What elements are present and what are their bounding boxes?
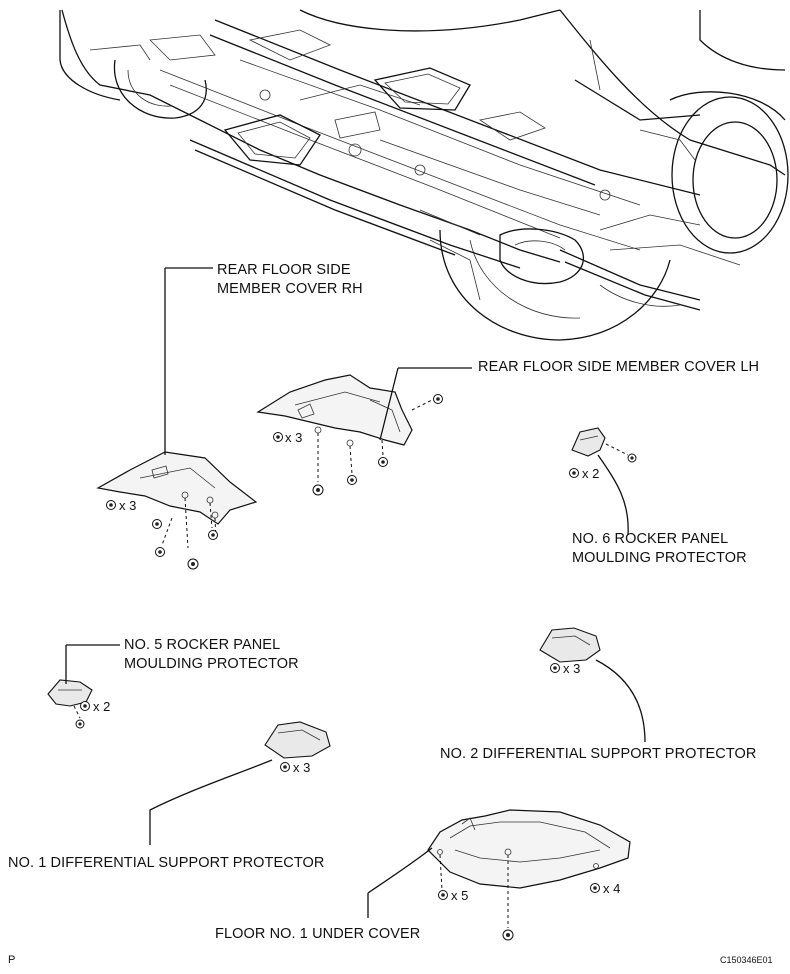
- label-rear-rh-line1: REAR FLOOR SIDE: [217, 262, 351, 278]
- rear-floor-side-member-cover-rh: [96, 451, 258, 525]
- floor-bolts: [438, 854, 600, 941]
- qty-no6-bolts: x 2: [582, 466, 600, 481]
- no1-differential-support-protector: [264, 721, 331, 772]
- qty-lh-bolts: x 3: [285, 430, 303, 445]
- label-rear-lh: REAR FLOOR SIDE MEMBER COVER LH: [478, 359, 760, 375]
- leader-line-no6: [597, 454, 629, 536]
- lh-bolts: [273, 394, 443, 496]
- label-rear-rh-line2: MEMBER COVER RH: [217, 281, 363, 297]
- leader-line-no2: [595, 659, 646, 743]
- label-floor-under: FLOOR NO. 1 UNDER COVER: [215, 926, 421, 942]
- rear-floor-side-member-cover-lh: [256, 374, 413, 447]
- label-no5-line1: NO. 5 ROCKER PANEL: [124, 637, 281, 653]
- label-no2-diff: NO. 2 DIFFERENTIAL SUPPORT PROTECTOR: [440, 746, 757, 762]
- figure-code: C150346E01: [720, 955, 773, 965]
- vehicle-underbody: [59, 9, 789, 341]
- leader-line-lh-vertical: [379, 367, 399, 441]
- qty-rh-bolts: x 3: [119, 498, 137, 513]
- label-no6-line1: NO. 6 ROCKER PANEL: [572, 531, 729, 547]
- qty-no1-bolts: x 3: [293, 760, 311, 775]
- page-mark: P: [8, 954, 16, 966]
- no6-rocker-panel-protector: [569, 427, 637, 478]
- leader-line-no1: [149, 759, 273, 845]
- label-no6-line2: MOULDING PROTECTOR: [572, 550, 747, 566]
- qty-floor-b: x 4: [603, 881, 621, 896]
- no5-rocker-panel-protector: [47, 679, 93, 729]
- leader-line-floor-curve: [367, 847, 433, 894]
- no2-differential-support-protector: [539, 627, 601, 673]
- rh-bolts: [106, 497, 218, 570]
- label-no5-line2: MOULDING PROTECTOR: [124, 656, 299, 672]
- label-no1-diff: NO. 1 DIFFERENTIAL SUPPORT PROTECTOR: [8, 855, 325, 871]
- qty-no2-bolts: x 3: [563, 661, 581, 676]
- qty-floor-a: x 5: [451, 888, 469, 903]
- qty-no5-bolts: x 2: [93, 699, 111, 714]
- floor-no1-under-cover: [427, 809, 631, 889]
